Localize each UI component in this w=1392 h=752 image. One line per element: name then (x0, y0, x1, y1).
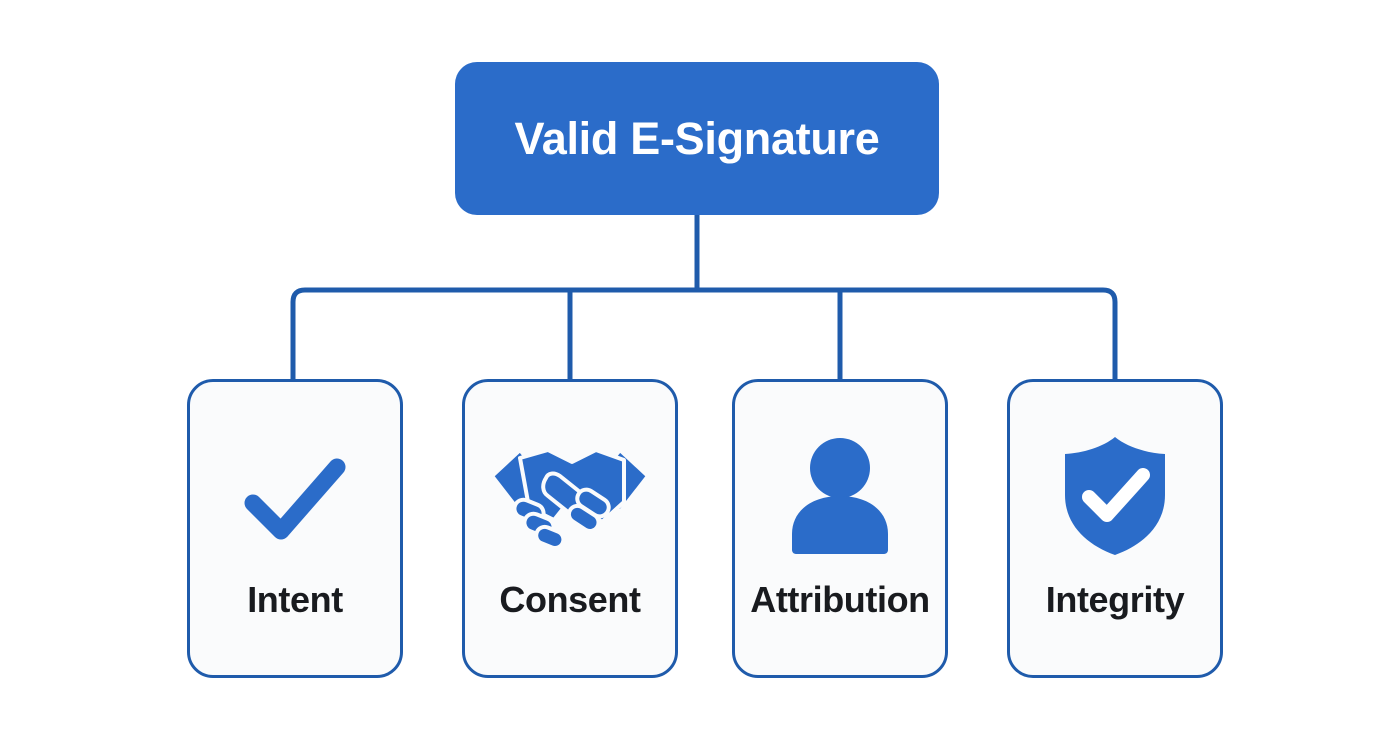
leaf-card-label: Integrity (1045, 579, 1185, 620)
person-icon (784, 430, 896, 560)
leaf-card-integrity[interactable]: Integrity (1007, 379, 1223, 678)
connector-bus (290, 287, 1118, 379)
root-node-label: Valid E-Signature (514, 113, 880, 164)
check-icon (235, 430, 355, 560)
leaf-card-attribution[interactable]: Attribution (732, 379, 948, 678)
leaf-card-label: Consent (499, 579, 641, 620)
shield-check-icon (1057, 430, 1173, 560)
leaf-card-label: Intent (247, 579, 343, 620)
handshake-icon (484, 430, 656, 560)
root-node-valid-e-signature[interactable]: Valid E-Signature (455, 62, 939, 215)
leaf-card-label: Attribution (750, 579, 930, 620)
leaf-card-consent[interactable]: Consent (462, 379, 678, 678)
leaf-card-intent[interactable]: Intent (187, 379, 403, 678)
